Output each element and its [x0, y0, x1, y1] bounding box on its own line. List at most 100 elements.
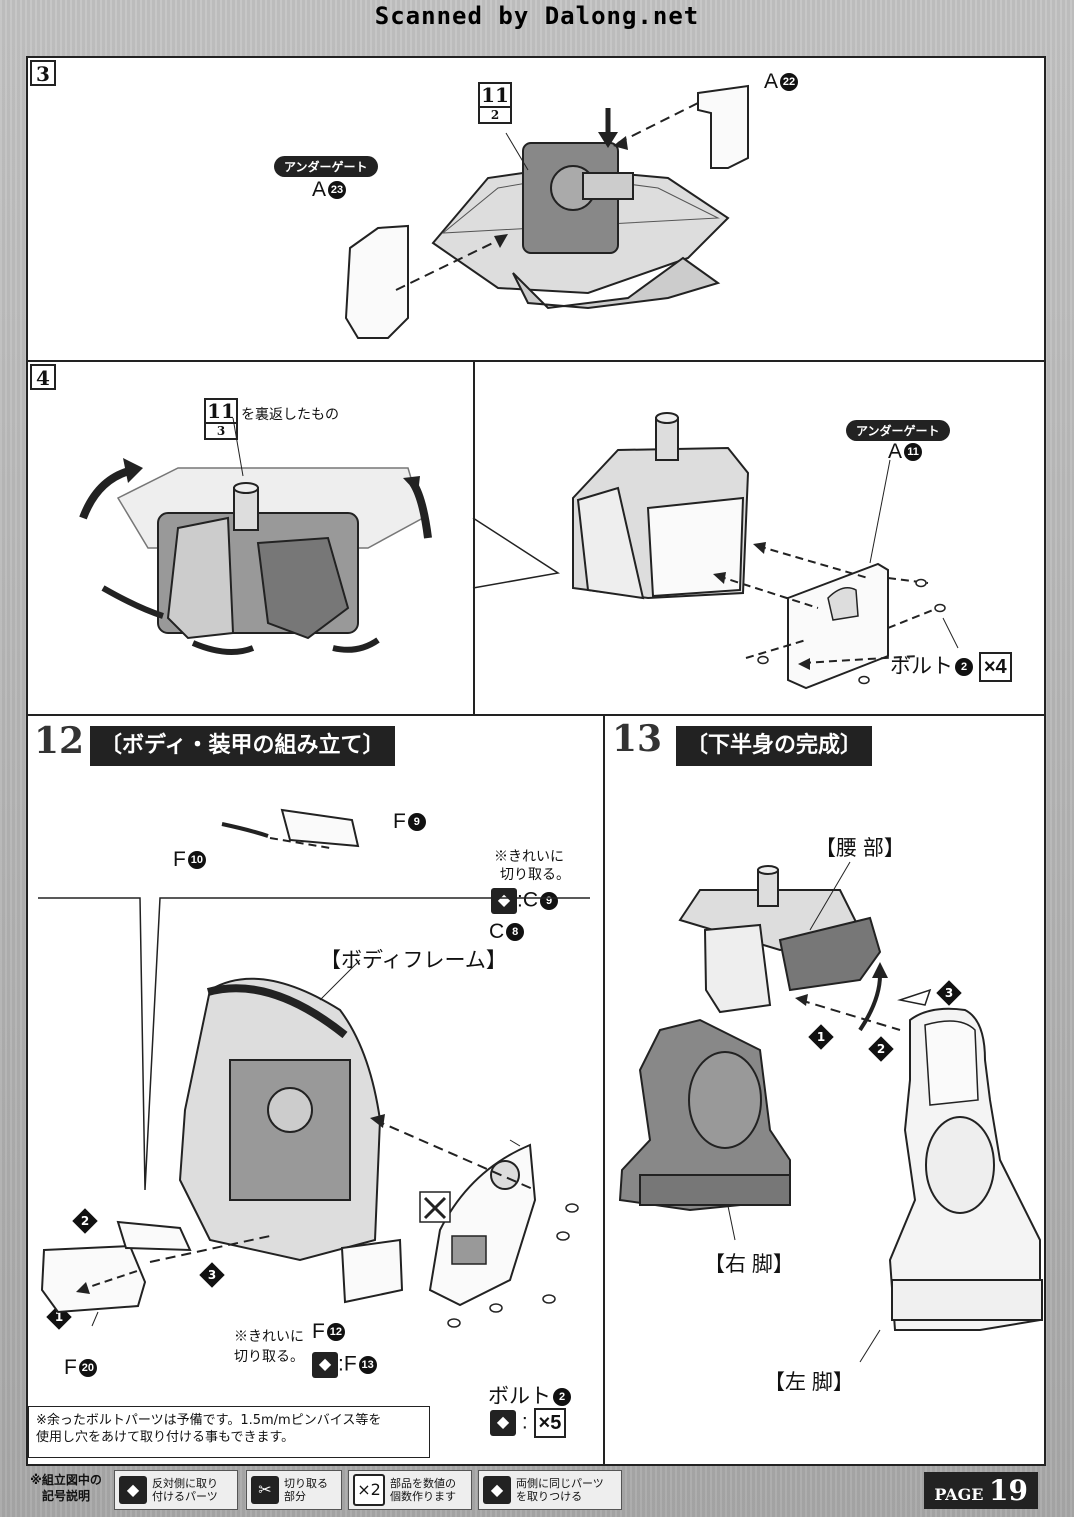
- under-gate-badge: アンダーゲート: [846, 420, 950, 441]
- seq-marker-1: 1: [46, 1304, 72, 1330]
- under-gate-badge: アンダーゲート: [274, 156, 378, 177]
- part-letter: F: [312, 1320, 325, 1343]
- legend-text: 両側に同じパーツ: [516, 1477, 604, 1490]
- spare-note-frame: [28, 1406, 430, 1458]
- page-number-value: 19: [989, 1474, 1028, 1507]
- part-number-circle: 9: [407, 813, 426, 832]
- part-letter: F: [393, 810, 406, 833]
- part-letter: F: [173, 848, 186, 871]
- legend-item-opposite-side: ◆ 反対側に取り付けるパーツ: [114, 1470, 238, 1510]
- both-sides-icon: ◆: [483, 1476, 511, 1504]
- bolt-quantity-step12: ◆ : ×5: [490, 1408, 567, 1438]
- ref-step-top: 11: [480, 83, 510, 108]
- scan-credit: Scanned by Dalong.net: [374, 2, 700, 30]
- legend-title-line1: ※組立図中の: [30, 1473, 102, 1487]
- ref-step-box: 11 3: [204, 398, 238, 440]
- bolt-text: ボルト: [890, 655, 953, 678]
- part-number-circle: 20: [78, 1359, 97, 1378]
- seq-number: 3: [207, 1268, 217, 1282]
- step-number-12: 12: [34, 720, 85, 762]
- ref-step-bottom: 3: [216, 424, 226, 438]
- opposite-side-icon: ◆: [491, 888, 517, 914]
- divider-step3: [28, 360, 1044, 362]
- bolt-quantity: ×5: [533, 1408, 567, 1438]
- legend-text: 部分: [284, 1490, 306, 1503]
- part-letter: A: [312, 178, 327, 201]
- step-number-4: 4: [30, 364, 56, 390]
- ref-step-box: 11 2: [478, 82, 512, 124]
- both-sides-icon: ◆: [490, 1410, 516, 1436]
- multiply-icon: ×2: [353, 1474, 385, 1506]
- spare-bolt-note: ※余ったボルトパーツは予備です。1.5m/mピンバイス等を 使用し穴をあけて取り…: [36, 1412, 436, 1446]
- part-number-circle: 10: [187, 851, 206, 870]
- right-leg-label: 【右 脚】: [704, 1253, 794, 1276]
- part-number-circle: 13: [358, 1356, 377, 1374]
- seq-marker-3: 3: [199, 1262, 225, 1288]
- spare-note-line1: ※余ったボルトパーツは予備です。1.5m/mピンバイス等を: [36, 1413, 382, 1428]
- opposite-side-icon: ◆: [312, 1352, 338, 1378]
- seq-number: 2: [80, 1214, 90, 1228]
- legend-item-both-sides: ◆ 両側に同じパーツを取りつける: [478, 1470, 622, 1510]
- seq-number: 3: [944, 986, 954, 1000]
- divider-step4: [28, 714, 1044, 716]
- bolt-number-circle: 2: [955, 658, 973, 677]
- opposite-side-icon: ◆: [119, 1476, 147, 1504]
- legend-title: ※組立図中の 記号説明: [26, 1472, 106, 1504]
- seq-marker-1: 1: [808, 1024, 834, 1050]
- part-number-circle: 22: [780, 73, 799, 92]
- legend-text: を取りつける: [516, 1490, 583, 1503]
- step13-title: 〔下半身の完成〕: [676, 726, 872, 766]
- legend-text: 反対側に取り: [152, 1477, 218, 1490]
- legend-text: 付けるパーツ: [152, 1490, 218, 1503]
- legend-text: 部品を数値の: [390, 1477, 456, 1490]
- ref-step-top: 11: [206, 399, 236, 424]
- legend-item-cut: ✂ 切り取る部分: [246, 1470, 342, 1510]
- ref-step-bottom: 2: [490, 108, 500, 122]
- left-leg-label: 【左 脚】: [764, 1371, 854, 1394]
- ref-caption: を裏返したもの: [241, 406, 339, 422]
- symbol-legend: ※組立図中の 記号説明 ◆ 反対側に取り付けるパーツ ✂ 切り取る部分 ×2 部…: [26, 1468, 1046, 1514]
- seq-number: 2: [876, 1042, 886, 1056]
- legend-text: 個数作ります: [390, 1490, 456, 1503]
- part-number-circle: 12: [326, 1323, 345, 1342]
- clean-cut-note-line1: ※きれいに: [494, 848, 564, 864]
- step-number-3: 3: [30, 60, 56, 86]
- bolt-quantity: ×4: [978, 652, 1012, 683]
- part-number-circle: 11: [904, 443, 923, 462]
- part-letter: A: [764, 70, 779, 93]
- part-letter: F: [64, 1356, 77, 1379]
- part-letter: C: [489, 920, 505, 943]
- body-frame-label: 【ボディフレーム】: [320, 949, 507, 972]
- part-letter: :F: [338, 1352, 357, 1376]
- step3-illustration: [344, 84, 749, 339]
- seq-number: 1: [816, 1030, 826, 1044]
- seq-number: 1: [54, 1310, 64, 1324]
- legend-item-multiply: ×2 部品を数値の個数作ります: [348, 1470, 472, 1510]
- clean-cut-note-line2: 切り取る。: [500, 866, 570, 882]
- f12-note-line2: 切り取る。: [234, 1348, 304, 1364]
- legend-title-line2: 記号説明: [41, 1489, 90, 1503]
- seq-marker-2: 2: [868, 1036, 894, 1062]
- part-number-circle: 9: [540, 892, 558, 910]
- step12-title: 〔ボディ・装甲の組み立て〕: [90, 726, 395, 766]
- part-letter: :C: [517, 888, 538, 912]
- part-number-circle: 8: [506, 923, 525, 942]
- step4-illustration: [79, 412, 959, 690]
- page-label: PAGE: [934, 1485, 984, 1504]
- spare-note-line2: 使用し穴をあけて取り付ける事もできます。: [36, 1430, 295, 1445]
- bolt-number-circle: 2: [553, 1388, 571, 1407]
- legend-text: 切り取る: [284, 1477, 328, 1490]
